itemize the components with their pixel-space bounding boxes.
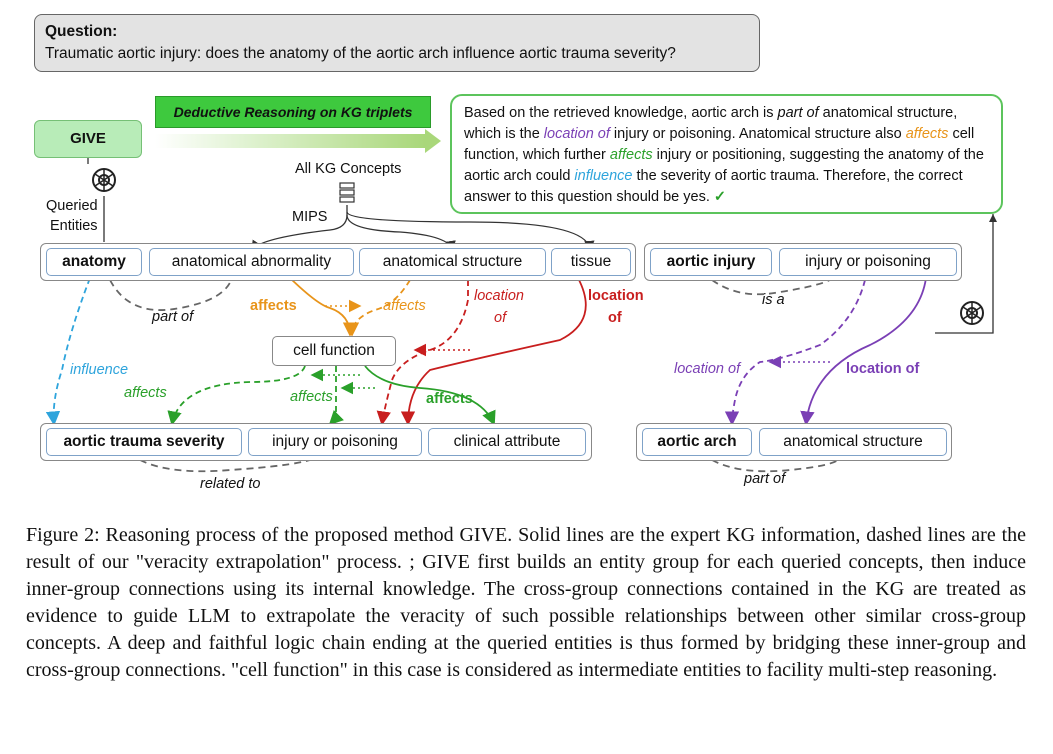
node-aortic-trauma-severity: aortic trauma severity — [46, 428, 242, 456]
mips-label: MIPS — [292, 209, 328, 225]
influence-edge — [45, 277, 91, 426]
node-anatomical-structure: anatomical structure — [359, 248, 546, 276]
edge-label-affects: affects — [250, 298, 297, 314]
node-injury-or-poisoning: injury or poisoning — [248, 428, 422, 456]
answer-connector — [935, 214, 994, 334]
location-of-dashed-edge — [376, 280, 469, 426]
node-aortic-injury: aortic injury — [650, 248, 772, 276]
answer-affects-2: affects — [609, 147, 653, 163]
edge-label-affects-dashed: affects — [383, 298, 426, 314]
mips-edge — [346, 214, 456, 252]
answer-affects-1: affects — [905, 126, 949, 142]
database-icon — [339, 182, 355, 203]
part-of-edge — [109, 277, 233, 311]
affects-dashed-edge — [344, 279, 411, 337]
related-to-edge — [139, 459, 311, 473]
answer-text-6: the severity of aortic trauma. Therefore… — [464, 168, 963, 205]
edge-label-part-of: part of — [152, 309, 194, 325]
edge-label-location-of: location of — [846, 361, 920, 377]
entities-label: Entities — [50, 218, 98, 234]
question-text: Traumatic aortic injury: does the anatom… — [45, 45, 676, 62]
node-clinical-attribute: clinical attribute — [428, 428, 586, 456]
check-icon: ✓ — [713, 189, 727, 205]
edge-label-influence: influence — [70, 362, 129, 378]
node-aortic-arch: aortic arch — [642, 428, 752, 456]
reasoning-arrow-head — [425, 129, 441, 153]
answer-part-of: part of — [777, 105, 819, 121]
location-of-edge — [800, 277, 927, 426]
edge-label-affects-dashed: affects — [124, 385, 167, 401]
node-injury-or-poisoning: injury or poisoning — [779, 248, 957, 276]
reasoning-arrow-bar — [155, 134, 425, 148]
answer-text-2: anatomical structure, which is the — [464, 105, 958, 142]
all-kg-concepts-label: All KG Concepts — [295, 161, 402, 177]
part-of-edge — [711, 459, 839, 473]
deductive-reasoning-banner: Deductive Reasoning on KG triplets — [155, 96, 431, 128]
edge-label-affects: affects — [426, 391, 473, 407]
node-anatomical-structure: anatomical structure — [759, 428, 947, 456]
affects-edge — [364, 365, 496, 426]
mips-edge — [346, 211, 595, 252]
node-anatomy: anatomy — [46, 248, 142, 276]
queried-label: Queried — [46, 198, 98, 214]
is-a-edge — [711, 279, 831, 296]
answer-box: Based on the retrieved knowledge, aortic… — [450, 94, 1003, 214]
answer-text-3: injury or poisoning. Anatomical structur… — [609, 126, 906, 142]
edge-label-location: location — [588, 288, 644, 304]
node-cell-function: cell function — [272, 336, 396, 366]
edge-label-is-a: is a — [762, 292, 785, 308]
figure-caption: Figure 2: Reasoning process of the propo… — [26, 524, 1026, 681]
answer-text-1: Based on the retrieved knowledge, aortic… — [464, 105, 778, 121]
edge-label-of: of — [608, 310, 622, 326]
answer-location-of: location of — [543, 126, 610, 142]
location-of-dashed-edge — [724, 279, 866, 426]
answer-influence: influence — [574, 168, 633, 184]
openai-icon — [960, 301, 984, 325]
give-box: GIVE — [34, 120, 142, 158]
openai-icon — [92, 168, 116, 192]
edge-label-location: location — [474, 288, 524, 304]
affects-dashed-edge — [167, 365, 306, 426]
node-anatomical-abnormality: anatomical abnormality — [149, 248, 354, 276]
node-tissue: tissue — [551, 248, 631, 276]
edge-label-related-to: related to — [200, 476, 261, 492]
edge-label-affects-dashed: affects — [290, 389, 333, 405]
edge-label-location-of-dashed: location of — [674, 361, 741, 377]
edge-label-part-of: part of — [744, 471, 786, 487]
answer-text-5: injury or positioning, suggesting the an… — [464, 147, 984, 184]
question-label: Question: — [45, 23, 118, 40]
answer-text-4: cell function, which further — [464, 126, 975, 163]
question-box: Question: Traumatic aortic injury: does … — [34, 14, 760, 72]
edge-label-of: of — [494, 310, 507, 326]
